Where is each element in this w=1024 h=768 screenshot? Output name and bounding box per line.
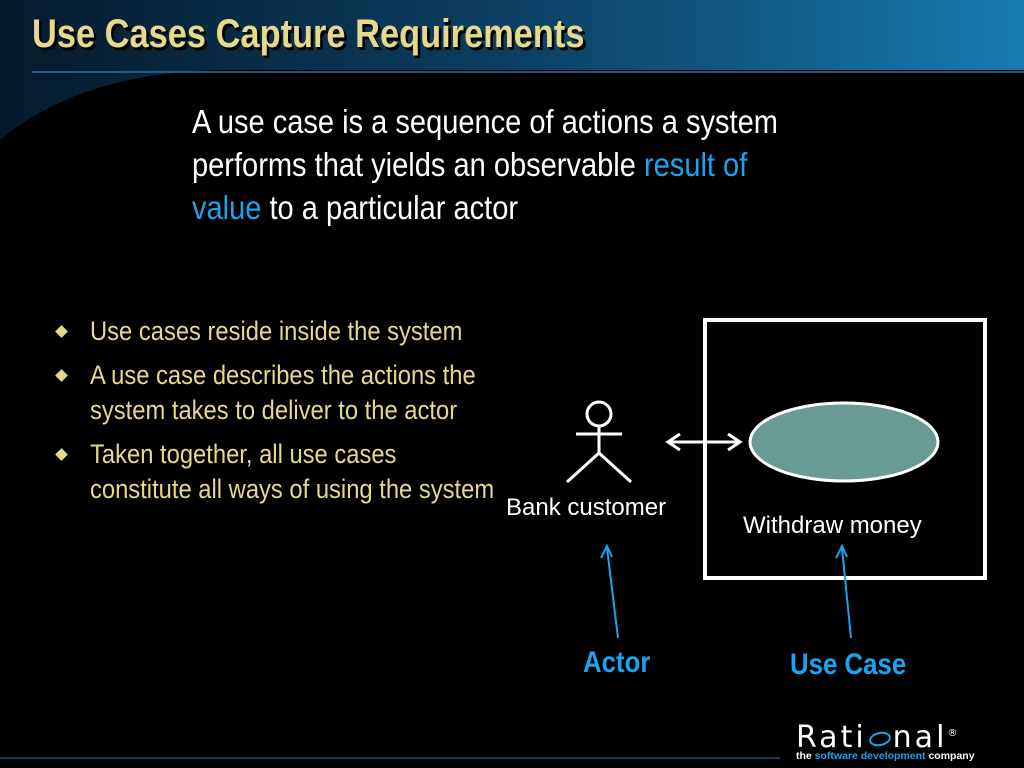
definition-text-end: to a particular actor bbox=[261, 189, 519, 226]
association-arrow bbox=[665, 432, 743, 452]
bullet-text: Taken together, all use cases constitute… bbox=[90, 438, 495, 505]
diamond-bullet-icon bbox=[55, 368, 68, 382]
use-case-ellipse bbox=[748, 401, 940, 483]
definition-highlight: result of value bbox=[192, 146, 748, 226]
actor-stick-figure bbox=[565, 400, 633, 484]
use-case-name-label: Withdraw money bbox=[743, 512, 922, 539]
bullet-item: Taken together, all use cases constitute… bbox=[52, 437, 572, 508]
tagline-middle: software development bbox=[814, 750, 926, 762]
tagline-end: company bbox=[925, 750, 975, 762]
use-case-definition: A use case is a sequence of actions a sy… bbox=[192, 100, 790, 229]
diamond-bullet-icon bbox=[55, 325, 68, 338]
logo-word-end: nal bbox=[892, 720, 948, 755]
logo-o-swoosh-icon bbox=[867, 729, 892, 748]
bullet-text: Use cases reside inside the system bbox=[90, 316, 463, 346]
callout-arrow-use-case bbox=[835, 543, 852, 639]
actor-name-label: Bank customer bbox=[506, 494, 667, 521]
logo-registered-mark: ® bbox=[947, 728, 961, 739]
slide-title: Use Cases Capture Requirements bbox=[32, 12, 585, 56]
header-band bbox=[0, 0, 1024, 140]
bullet-item: Use cases reside inside the system bbox=[52, 314, 572, 350]
logo-tagline: the software development company bbox=[796, 750, 975, 762]
bullet-item: A use case describes the actions the sys… bbox=[52, 358, 572, 429]
callout-arrow-actor bbox=[600, 543, 619, 639]
bullet-list: Use cases reside inside the system A use… bbox=[52, 314, 572, 516]
callout-use-case-label: Use Case bbox=[790, 648, 907, 681]
callout-actor-label: Actor bbox=[583, 646, 651, 679]
tagline-start: the bbox=[796, 750, 815, 762]
logo-word-start: Rati bbox=[796, 720, 867, 755]
definition-text-start: A use case is a sequence of actions a sy… bbox=[192, 103, 778, 183]
diamond-bullet-icon bbox=[55, 447, 68, 461]
bullet-text: A use case describes the actions the sys… bbox=[90, 359, 476, 426]
